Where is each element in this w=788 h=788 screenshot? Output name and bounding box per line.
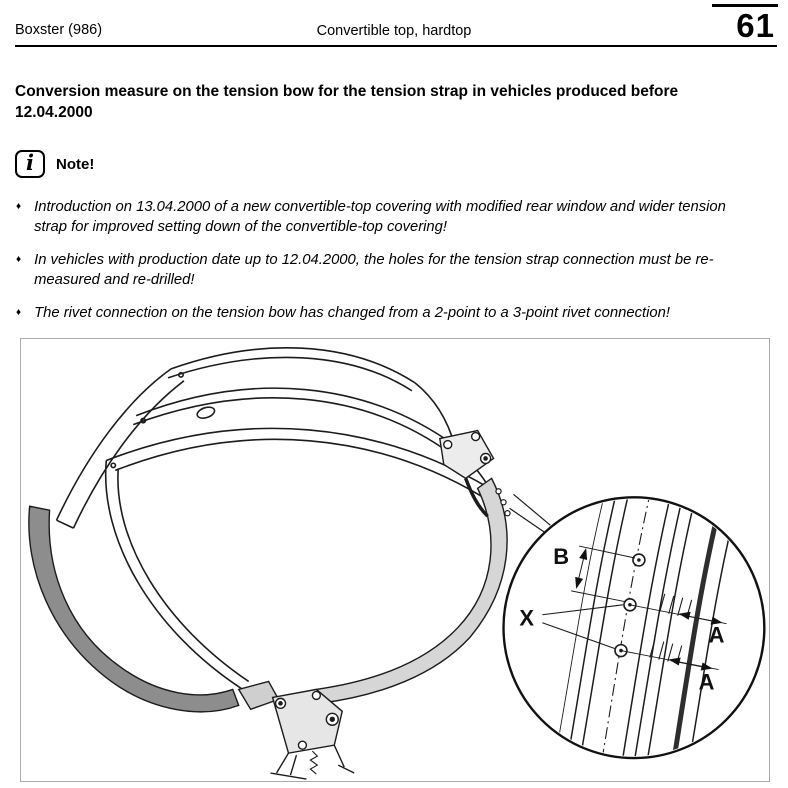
bullet-diamond-icon: ♦ [16,201,22,212]
title-line-1: Conversion measure on the tension bow fo… [15,83,679,100]
note-icon-glyph: i [26,150,34,175]
hatch-marks [649,593,693,664]
tension-strap [28,505,240,713]
list-item: ♦ Introduction on 13.04.2000 of a new co… [16,197,778,237]
header-rule [15,45,777,47]
note-icon: i [15,150,45,178]
note-list: ♦ Introduction on 13.04.2000 of a new co… [16,197,778,336]
figure-illustration: B X A A [28,347,766,780]
header-model: Boxster (986) [15,22,103,38]
bow-surface-lines [554,499,734,757]
title-line-2: 12.04.2000 [15,104,93,121]
bullet-diamond-icon: ♦ [16,307,22,318]
figure: B X A A [20,338,770,782]
note-item-text: Introduction on 13.04.2000 of a new conv… [34,199,726,235]
magnifier-circle [502,496,766,760]
note-item-text: In vehicles with production date up to 1… [34,252,714,288]
dimension-a-upper-arrowheads [678,611,723,625]
note-header: i Note! [15,150,94,178]
leader-x [542,604,624,650]
rear-linkage-right [439,429,495,518]
label-a-lower: A [699,669,715,694]
note-label: Note! [56,155,95,173]
header-page-number: 61 [736,7,775,44]
magnifier-leader-lines [509,493,551,533]
label-b: B [553,544,569,569]
header-section: Convertible top, hardtop [316,23,472,39]
dimension-a-lower-arrowheads [668,657,713,671]
main-pivot-hardware [237,680,355,780]
label-x: X [519,606,534,631]
magnified-detail: B X A A [519,499,734,757]
tension-bow-rivets [495,488,511,517]
page-number-rule [712,4,778,7]
label-a-upper: A [709,623,725,648]
list-item: ♦ The rivet connection on the tension bo… [16,303,778,323]
top-frame-drawing [55,347,491,691]
tension-bow [315,477,508,705]
page-title: Conversion measure on the tension bow fo… [15,81,780,123]
dimension-b-arrowheads [575,548,588,589]
center-line [600,499,652,757]
bullet-diamond-icon: ♦ [16,254,22,265]
note-item-text: The rivet connection on the tension bow … [34,305,670,321]
list-item: ♦ In vehicles with production date up to… [16,250,778,290]
